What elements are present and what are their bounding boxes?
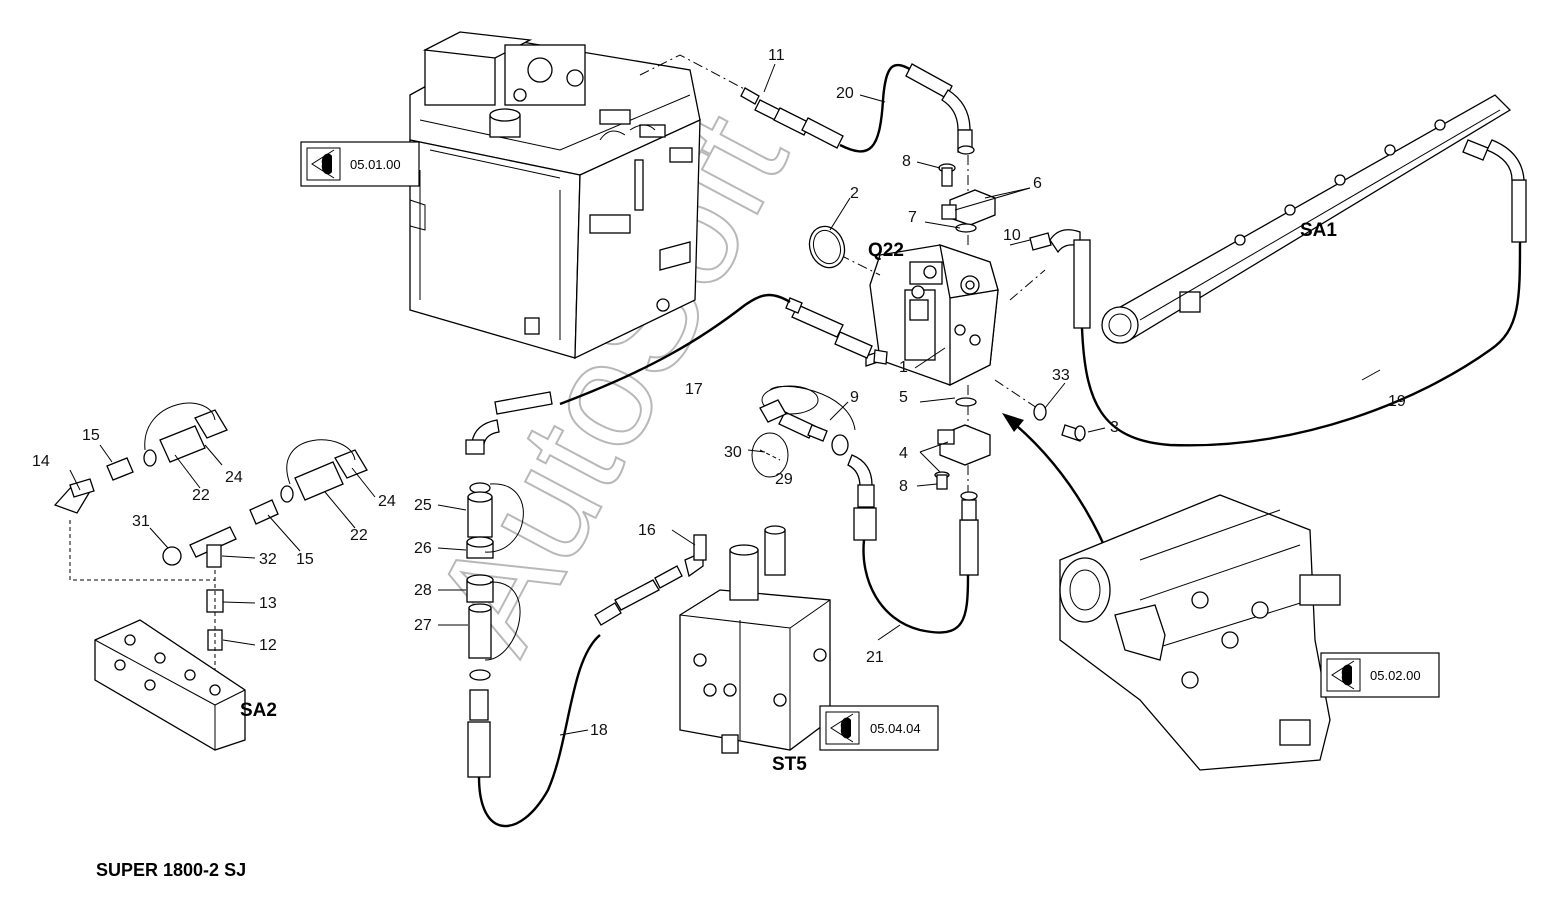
- group-label-sa1: SA1: [1300, 220, 1337, 241]
- callout-22-bottom: 22: [350, 527, 368, 544]
- manifold-sa1: [1101, 94, 1512, 344]
- hose-18: [467, 534, 707, 828]
- callout-29: 29: [775, 471, 793, 488]
- eye-view-icon: [311, 149, 335, 179]
- callout-21: 21: [866, 649, 884, 666]
- callout-31: 31: [132, 513, 150, 530]
- callout-13: 13: [259, 595, 277, 612]
- left-fittings: [53, 402, 368, 690]
- callout-19: 19: [1388, 393, 1406, 410]
- group-label-sa2: SA2: [240, 700, 277, 721]
- eye-view-icon: [1331, 660, 1355, 690]
- callout-17: 17: [685, 381, 703, 398]
- callout-9: 9: [850, 389, 859, 406]
- hose-17: [465, 293, 888, 455]
- view-reference-pump-label: 05.02.00: [1370, 668, 1421, 683]
- view-reference-tank-label: 05.01.00: [350, 157, 401, 172]
- callout-14: 14: [32, 453, 50, 470]
- leader-lines: [69, 63, 1381, 736]
- callout-1: 1: [899, 359, 908, 376]
- group-labels: Q22 SA1 SA2 ST5: [240, 220, 1337, 775]
- page-title: SUPER 1800-2 SJ: [96, 860, 247, 880]
- callout-26: 26: [414, 540, 432, 557]
- valve-block-st5: [679, 525, 831, 754]
- callout-16: 16: [638, 522, 656, 539]
- callout-22-top: 22: [192, 487, 210, 504]
- callout-4: 4: [899, 445, 908, 462]
- callout-18: 18: [590, 722, 608, 739]
- view-reference-valve[interactable]: 05.04.04: [819, 705, 939, 751]
- callout-10: 10: [1003, 227, 1021, 244]
- callout-24-bottom: 24: [378, 493, 396, 510]
- callout-15-top: 15: [82, 427, 100, 444]
- callout-25: 25: [414, 497, 432, 514]
- callout-15-bottom: 15: [296, 551, 314, 568]
- callout-27: 27: [414, 617, 432, 634]
- hose-20: [740, 63, 975, 155]
- group-label-q22: Q22: [868, 240, 904, 261]
- callout-11: 11: [768, 47, 785, 64]
- hydraulic-pump: [1059, 494, 1341, 771]
- hydraulic-tank: [409, 31, 701, 360]
- callout-30: 30: [724, 444, 742, 461]
- callout-8-bottom: 8: [899, 478, 908, 495]
- view-reference-valve-label: 05.04.04: [870, 721, 921, 736]
- quick-coupler-stack: [466, 482, 524, 681]
- manifold-sa2: [94, 619, 246, 751]
- callout-24-top: 24: [225, 469, 243, 486]
- callout-12: 12: [259, 637, 277, 654]
- view-reference-tank[interactable]: 05.01.00: [300, 141, 420, 187]
- callout-labels: 11 20 8 6 2 7 10 1 33 3 5 4 8 9 30 29 17…: [32, 47, 1406, 739]
- valve-block-q22: [865, 244, 999, 387]
- callout-8-top: 8: [902, 153, 911, 170]
- eye-view-icon: [830, 713, 854, 743]
- callout-28: 28: [414, 582, 432, 599]
- hose-19: [1029, 139, 1527, 447]
- group-label-st5: ST5: [772, 754, 807, 775]
- view-reference-pump[interactable]: 05.02.00: [1320, 652, 1440, 698]
- clamp-top-6: [938, 163, 996, 226]
- callout-7: 7: [908, 209, 917, 226]
- callout-3: 3: [1110, 419, 1119, 436]
- callout-20: 20: [836, 85, 854, 102]
- hose-21: [759, 385, 979, 634]
- callout-32: 32: [259, 551, 277, 568]
- callout-6: 6: [1033, 175, 1042, 192]
- callout-2: 2: [850, 185, 859, 202]
- clamp-bottom-4: [934, 397, 991, 490]
- callout-5: 5: [899, 389, 908, 406]
- callout-33: 33: [1052, 367, 1070, 384]
